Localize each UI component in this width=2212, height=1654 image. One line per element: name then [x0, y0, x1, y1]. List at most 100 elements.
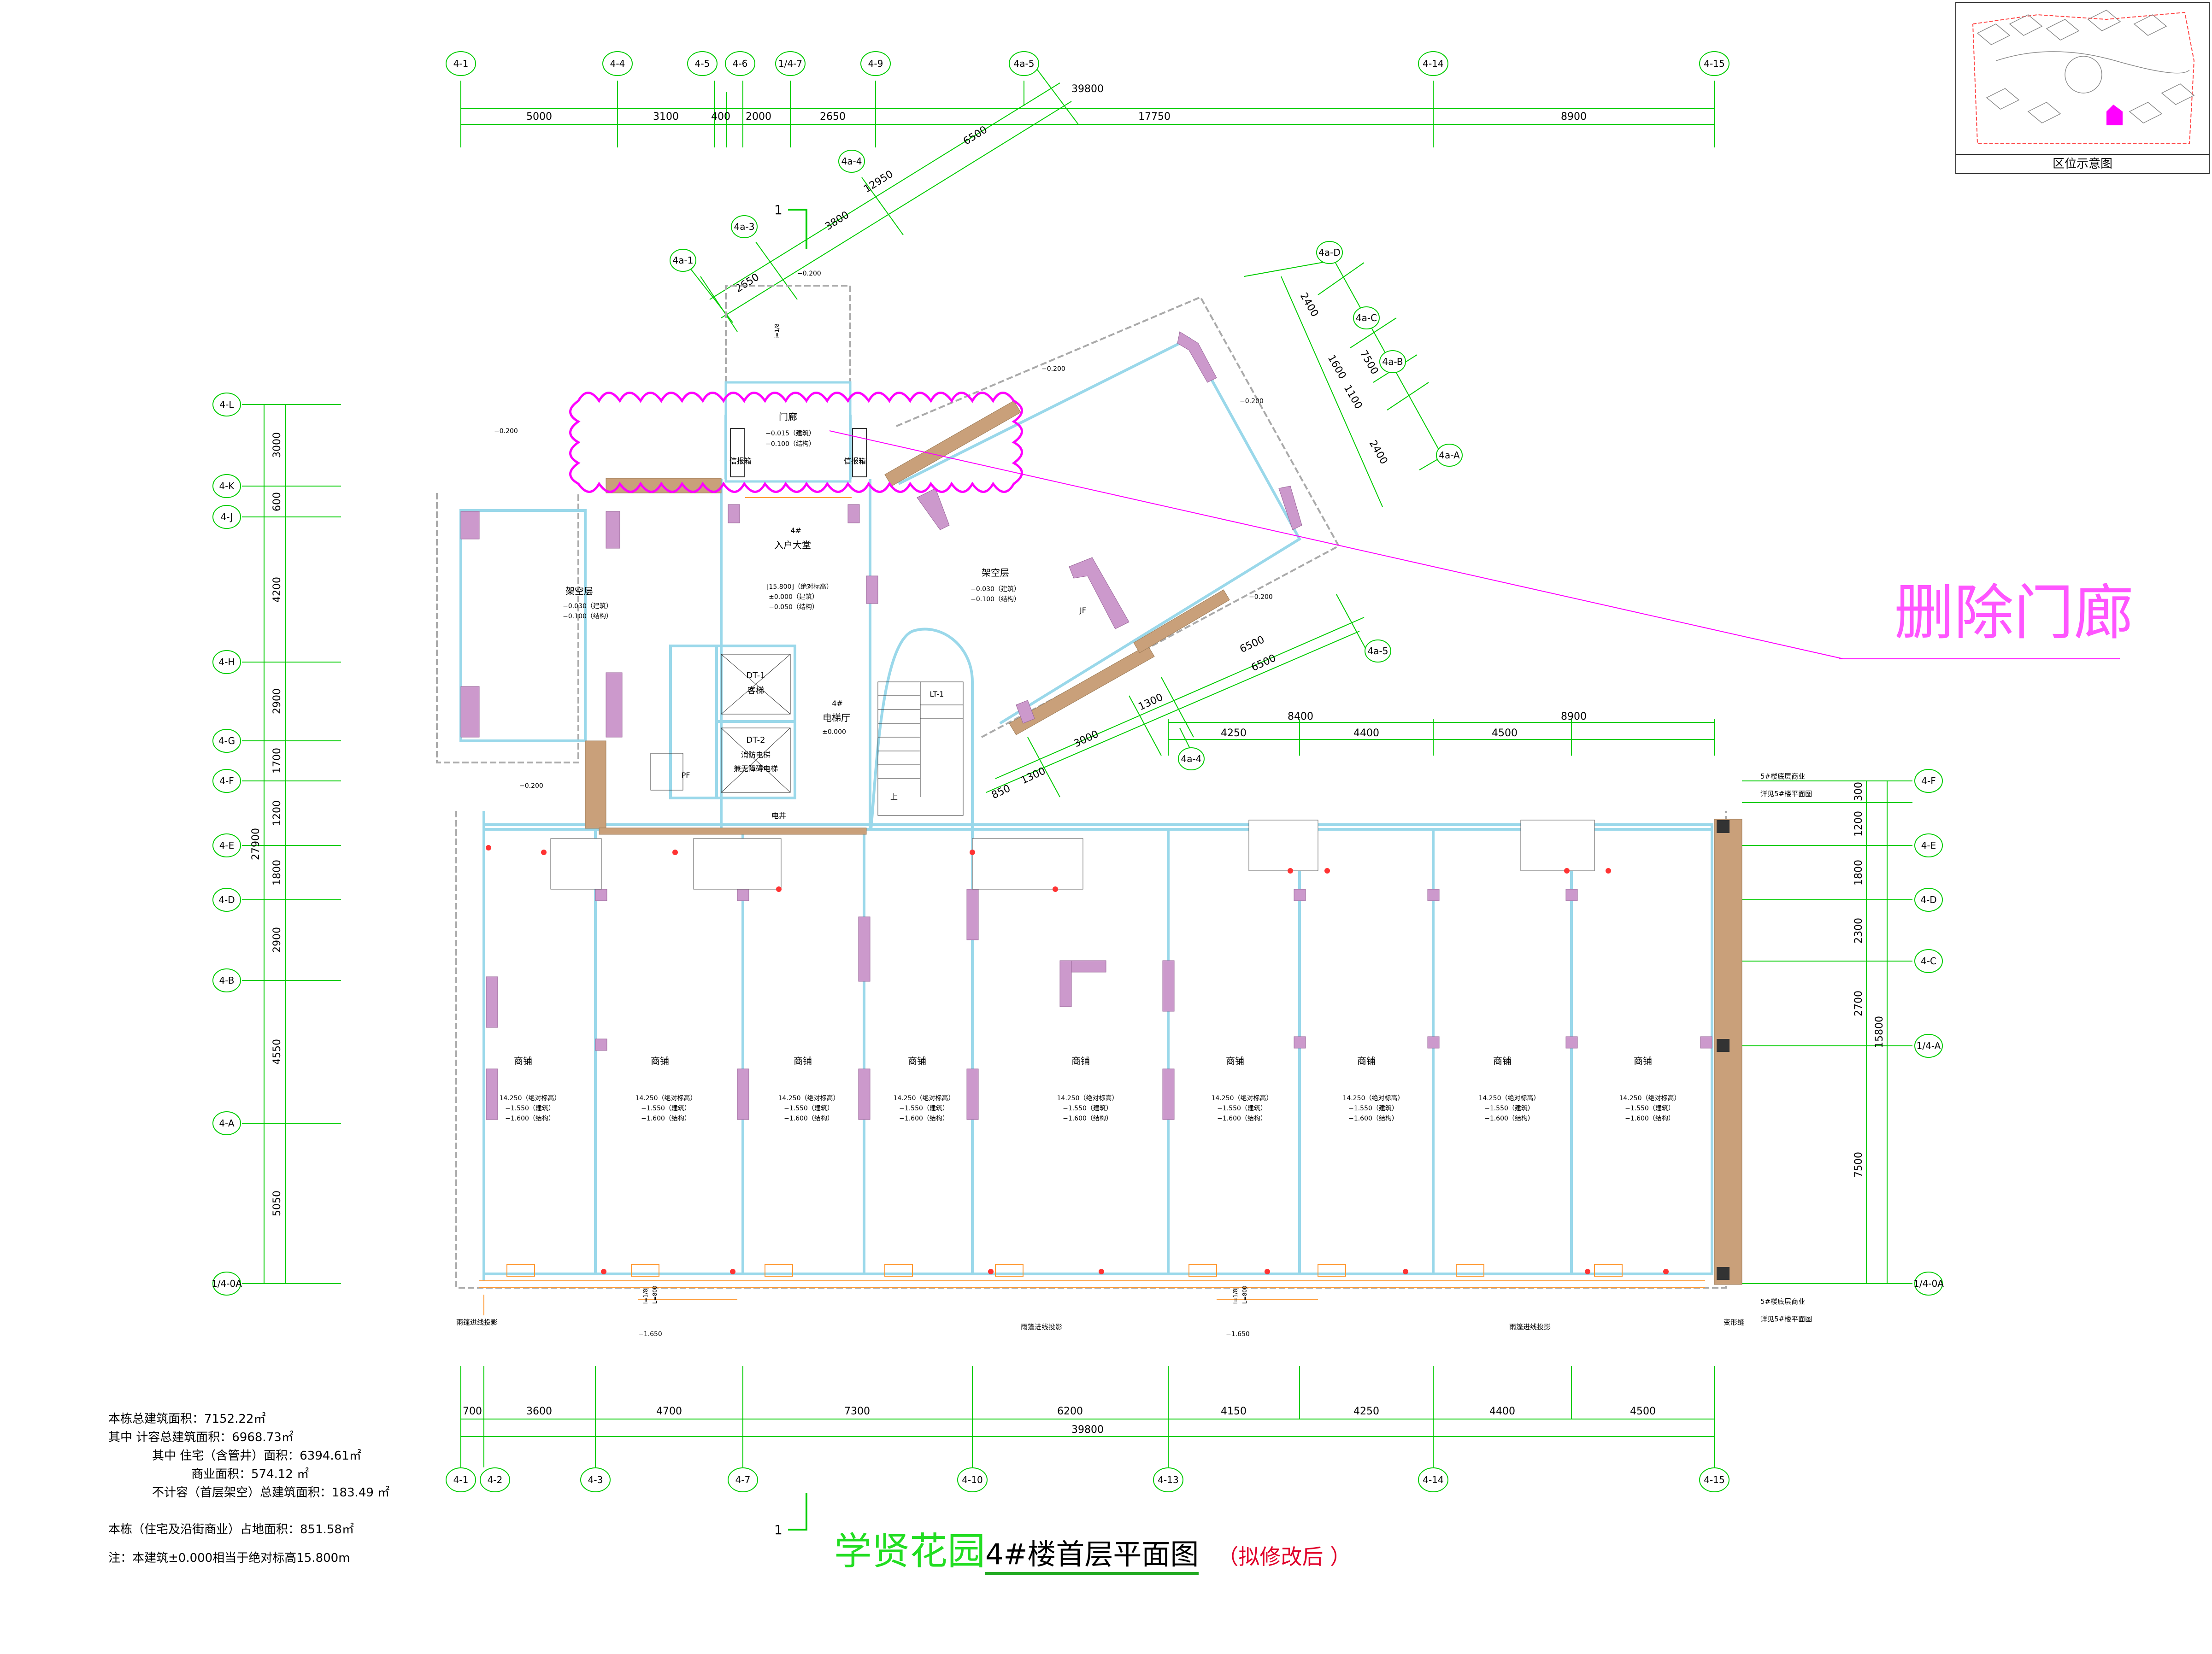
shop-lv-9c: −1.600（结构） [1625, 1115, 1675, 1122]
grid-right-3: 4-D [1920, 894, 1936, 905]
porch-level-2: −0.100（结构） [765, 440, 815, 448]
shop-lv-7b: −1.550（建筑） [1348, 1105, 1398, 1112]
grid-left-4: 4-H [219, 657, 235, 668]
shop-lv-4c: −1.600（结构） [899, 1115, 949, 1122]
dim-top-7: 8900 [1561, 111, 1587, 123]
mid-dimensions [1168, 719, 1715, 756]
open-left-level-2: −0.100（结构） [563, 613, 612, 620]
bottom-dimensions [460, 1366, 1715, 1467]
lift-hall-level: ±0.000 [822, 728, 846, 736]
elevation-tags: −0.200 −0.200 −0.200 −0.200 −0.200 −0.20… [494, 270, 1273, 1338]
dim-bottom-9: 4500 [1630, 1406, 1656, 1417]
grid-top-8: 4-14 [1423, 58, 1443, 69]
shop-lv-4a: 14.250（绝对标高） [894, 1094, 955, 1102]
grid-diag-8: 4a-5 [1368, 645, 1388, 657]
grid-top-1: 4-1 [453, 58, 469, 69]
shop-lv-9a: 14.250（绝对标高） [1619, 1094, 1681, 1102]
section-marks [788, 209, 807, 1531]
grid-top-9: 4-15 [1704, 58, 1724, 69]
grid-right-6: 1/4-0A [1913, 1278, 1944, 1289]
top-grid-bubbles [446, 51, 1730, 76]
grid-diag-5: 4a-C [1356, 312, 1377, 323]
grid-diag-1: 4a-1 [673, 255, 694, 266]
diagonal-dimensions-a [682, 69, 1079, 332]
porch [724, 381, 867, 498]
label-jf: JF [1079, 606, 1086, 615]
grid-bottom-8: 4-15 [1704, 1474, 1724, 1485]
dim-top-3: 400 [711, 111, 730, 123]
dim-bottom-1: 700 [463, 1406, 482, 1417]
lvl-tag-2: −0.200 [797, 270, 821, 277]
dim-bottom-total: 39800 [1071, 1424, 1104, 1436]
dim-diag-b4: 2400 [1367, 438, 1390, 466]
drawing-title-block: 学贤花园4#楼首层平面图（拟修改后 ） [834, 1520, 1351, 1575]
lvl-tag-4: −0.200 [1240, 398, 1264, 405]
diagonal-dimensions-c [986, 594, 1369, 798]
grid-diag-2: 4a-3 [734, 221, 755, 232]
shop-lv-5a: 14.250（绝对标高） [1057, 1094, 1118, 1102]
dim-mid-upper: 8400 [1288, 711, 1313, 722]
dim-diag-c5: 850 [990, 783, 1012, 801]
shop-label-7: 商铺 [1357, 1056, 1376, 1067]
shop-lv-6b: −1.550（建筑） [1217, 1105, 1267, 1112]
shop-label-9: 商铺 [1634, 1056, 1652, 1067]
revision-note: 删除门廊 [1894, 578, 2134, 648]
dim-left-8: 2900 [271, 927, 283, 953]
grid-bottom-4: 4-7 [735, 1474, 751, 1485]
right-dimensions [1742, 780, 1912, 1284]
area-notes: 本栋总建筑面积：7152.22㎡ 其中 计容总建筑面积：6968.73㎡ 其中 … [108, 1410, 477, 1567]
note-residential: 其中 住宅（含管井）面积：6394.61㎡ [152, 1449, 361, 1463]
shop-label-1: 商铺 [514, 1056, 532, 1067]
grid-top-3: 4-5 [695, 58, 710, 69]
lift-hall-number: 4# [832, 699, 843, 708]
open-left-level-1: −0.030（建筑） [563, 603, 612, 610]
shop-lv-5c: −1.600（结构） [1063, 1115, 1112, 1122]
label-dt1: DT-1 [746, 671, 765, 680]
shop-lv-1a: 14.250（绝对标高） [500, 1094, 561, 1102]
dim-right-2: 1200 [1853, 811, 1865, 837]
label-elec: 电井 [771, 811, 786, 820]
shop-label-4: 商铺 [908, 1056, 926, 1067]
dim-bottom-8: 4400 [1489, 1406, 1515, 1417]
label-lt1: LT-1 [930, 690, 944, 698]
dim-right-3: 1800 [1853, 860, 1865, 886]
shop-label-8: 商铺 [1493, 1056, 1512, 1067]
dim-left-6: 1200 [271, 800, 283, 826]
dim-bottom-3: 4700 [656, 1406, 682, 1417]
shop-levels: 14.250（绝对标高） −1.550（建筑） −1.600（结构） 14.25… [500, 1094, 1681, 1122]
next-bldg-top-b: 详见5#楼平面图 [1760, 790, 1812, 798]
shop-label-6: 商铺 [1226, 1056, 1244, 1067]
grid-diag-7: 4a-A [1439, 450, 1460, 461]
dim-bottom-2: 3600 [526, 1406, 552, 1417]
grid-right-1: 4-F [1921, 775, 1936, 786]
dim-left-3: 4200 [271, 577, 283, 603]
shop-lv-2c: −1.600（结构） [641, 1115, 691, 1122]
revision-leader [829, 430, 1844, 659]
ramp-tags: i=1/8 L=800 i=1/8 L=800 i=1/8 [642, 323, 1248, 1304]
grid-diag-6: 4a-B [1382, 356, 1403, 367]
dim-mid-3: 4500 [1492, 727, 1518, 739]
shop-lv-3c: −1.600（结构） [784, 1115, 834, 1122]
shop-doors [479, 1264, 1705, 1315]
lvl-tag-7: −1.650 [638, 1331, 662, 1338]
label-open-left: 架空层 [565, 586, 593, 597]
ramp-len-1: L=800 [652, 1285, 658, 1304]
ramp-slope-3: i=1/8 [774, 323, 780, 339]
grid-right-5: 1/4-A [1917, 1040, 1941, 1051]
key-plan: 区位示意图 [1955, 2, 2210, 174]
dim-right-total: 15800 [1874, 1016, 1885, 1048]
shop-label-5: 商铺 [1071, 1056, 1090, 1067]
dim-top-5: 2650 [820, 111, 846, 123]
dark-pillars [1717, 820, 1730, 1280]
dim-diag-b1: 2400 [1298, 291, 1321, 319]
shop-lv-7c: −1.600（结构） [1348, 1115, 1398, 1122]
fire-points [486, 845, 1669, 1274]
grid-bottom-1: 4-1 [453, 1474, 469, 1485]
elevators [650, 654, 791, 793]
note-footprint: 本栋（住宅及沿街商业）占地面积：851.58㎡ [108, 1523, 354, 1537]
dim-diag-a3: 6500 [961, 124, 989, 147]
bottom-grid-bubbles [446, 1467, 1730, 1492]
dim-left-2: 600 [271, 492, 283, 511]
